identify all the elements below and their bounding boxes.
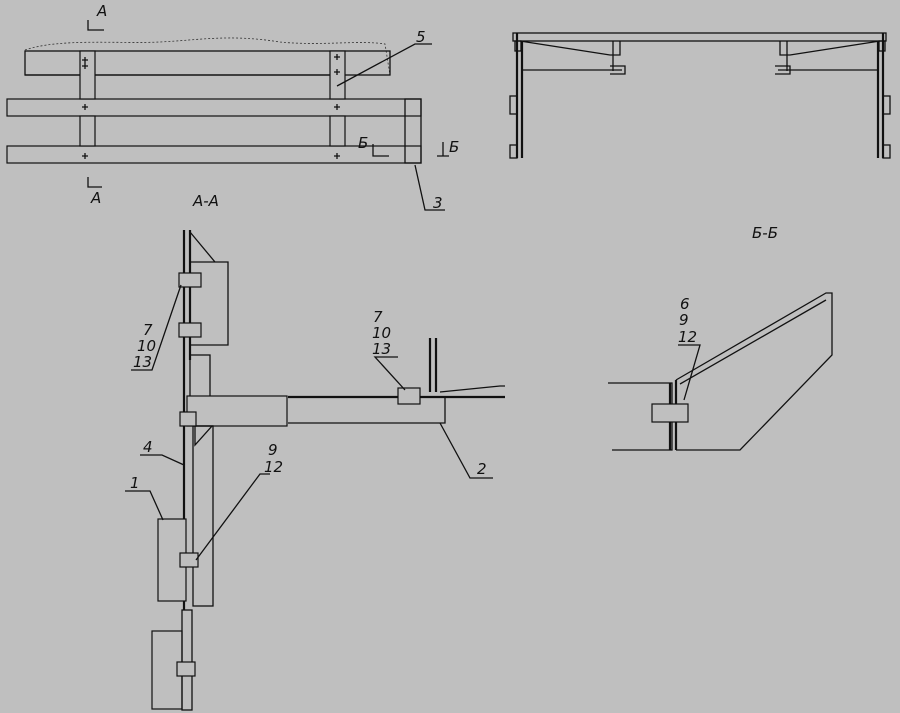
callout-10: 10 (372, 324, 391, 342)
callout-4: 4 (143, 438, 153, 456)
callout-6: 6 (680, 295, 690, 313)
section-mark-b-left: Б (358, 134, 368, 152)
callout-13: 13 (372, 340, 391, 358)
callout-7: 7 (373, 308, 383, 326)
plan-view: А А Б Б 5 3 (6, 2, 459, 212)
callout-1: 1 (130, 474, 140, 492)
callout-9: 9 (268, 441, 278, 459)
callout-7: 7 (143, 321, 153, 339)
bolt-icons (176, 272, 421, 677)
section-mark-a-bottom: А (90, 189, 101, 207)
section-mark-a-top: А (96, 2, 107, 20)
callout-2: 2 (477, 460, 487, 478)
callout-3: 3 (433, 194, 443, 212)
section-b-b: 6 9 12 (608, 292, 833, 451)
callout-5: 5 (416, 28, 426, 46)
callout-13: 13 (133, 353, 152, 371)
view-title-a-a: А-А (192, 192, 219, 210)
callout-9: 9 (679, 311, 689, 329)
view-title-b-b: Б-Б (752, 224, 778, 242)
callout-12: 12 (264, 458, 283, 476)
callout-10: 10 (137, 337, 156, 355)
front-view (509, 32, 891, 159)
section-mark-b-right: Б (449, 138, 459, 156)
section-a-a: 7 10 13 7 10 13 4 1 9 12 2 (125, 230, 505, 711)
callout-12: 12 (678, 328, 697, 346)
